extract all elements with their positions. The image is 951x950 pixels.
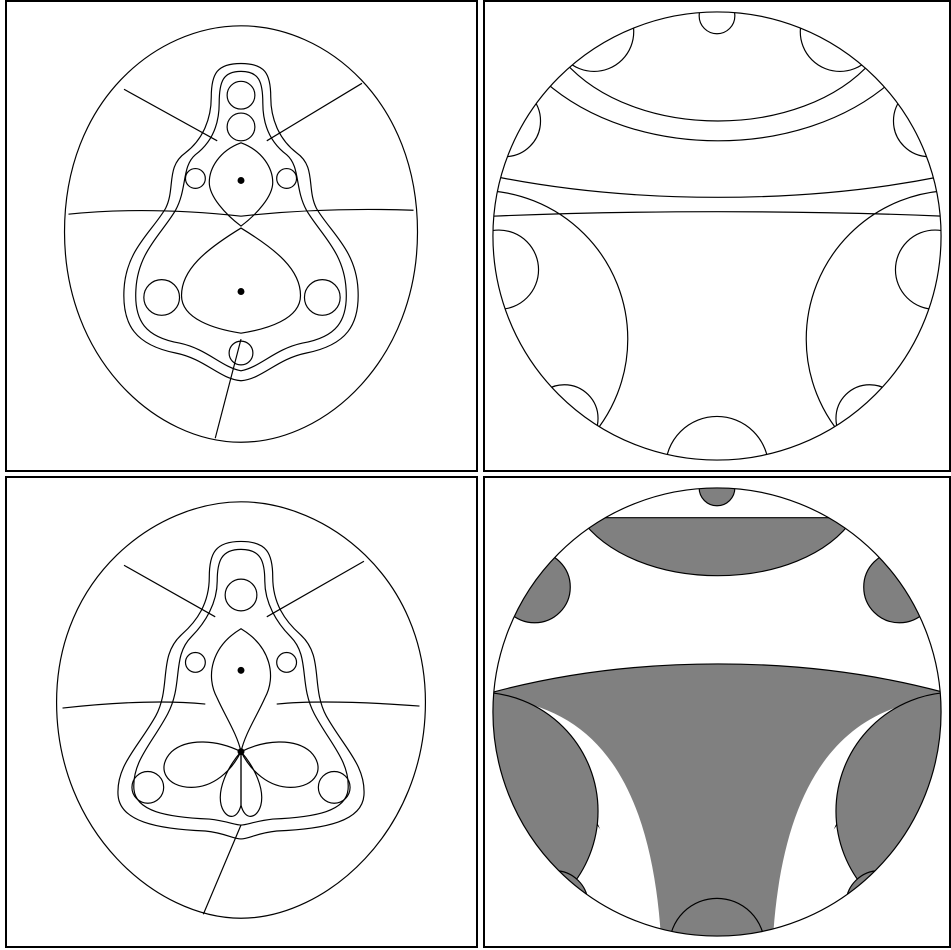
middle-equipotential-curve (136, 71, 347, 370)
julia-right-upper-bulb (277, 169, 297, 189)
julia-right-upper-bulb (277, 653, 297, 673)
shaded-bottom-left-sector (521, 871, 588, 938)
outer-equipotential-curve (65, 26, 418, 442)
geodesic-upper-band-top (564, 62, 871, 121)
ray-top-right (267, 561, 364, 617)
ray-mid-left (63, 702, 206, 708)
top-left-fractal-diagram (7, 2, 476, 470)
julia-right-bulb (318, 771, 350, 803)
bottom-right-shaded-disk-diagram (485, 478, 949, 946)
geodesic-bottom (665, 416, 768, 470)
geodesic-horizontal-top (495, 177, 941, 198)
top-right-panel (483, 0, 951, 472)
ray-bottom (203, 825, 241, 914)
geodesic-left-big (485, 190, 628, 470)
shaded-bottom-right-sector (846, 871, 913, 938)
ray-top-right (267, 83, 362, 141)
julia-bottom-left-petal (220, 752, 241, 817)
geodesic-upper-band-bottom (544, 81, 891, 140)
bottom-right-panel (483, 476, 951, 948)
shaded-top-right-sector (864, 551, 935, 622)
julia-top-bulb (227, 113, 255, 141)
ray-top-left (124, 565, 215, 617)
ray-mid-right (277, 702, 420, 706)
bottom-left-panel (5, 476, 478, 948)
ray-bottom (215, 339, 241, 438)
shaded-top-left-sector (499, 551, 570, 622)
geodesic-top (699, 2, 735, 34)
geodesic-right-big (806, 190, 949, 470)
geodesic-left-small (485, 85, 541, 156)
ray-top-left (124, 89, 217, 141)
julia-left-upper-bulb (185, 169, 205, 189)
marked-point-center (238, 748, 245, 755)
marked-point-lower (238, 288, 245, 295)
ray-mid-right (241, 209, 414, 216)
unit-disk-boundary (493, 12, 941, 460)
julia-right-petal (241, 742, 318, 787)
julia-bottom-right-petal (241, 752, 262, 817)
geodesic-right-small (893, 85, 949, 156)
julia-right-bulb (304, 280, 340, 316)
julia-bottom-bulb (229, 341, 253, 365)
marked-point-upper (238, 177, 245, 184)
julia-main-lobe (182, 228, 301, 333)
julia-left-bulb (144, 280, 180, 316)
julia-left-bulb (132, 771, 164, 803)
julia-left-upper-bulb (185, 653, 205, 673)
julia-left-petal (164, 742, 241, 787)
top-left-panel (5, 0, 478, 472)
marked-point-upper (238, 667, 245, 674)
ray-mid-left (68, 211, 241, 217)
geodesic-top-right-small (800, 2, 879, 71)
julia-top-bulb-2 (227, 81, 255, 109)
top-right-disk-diagram (485, 2, 949, 470)
julia-top-bulb (225, 579, 257, 611)
outer-equipotential-curve (57, 502, 426, 918)
geodesic-top-left-small (554, 2, 633, 71)
julia-upper-petal (211, 629, 270, 752)
bottom-left-fractal-diagram (7, 478, 476, 946)
